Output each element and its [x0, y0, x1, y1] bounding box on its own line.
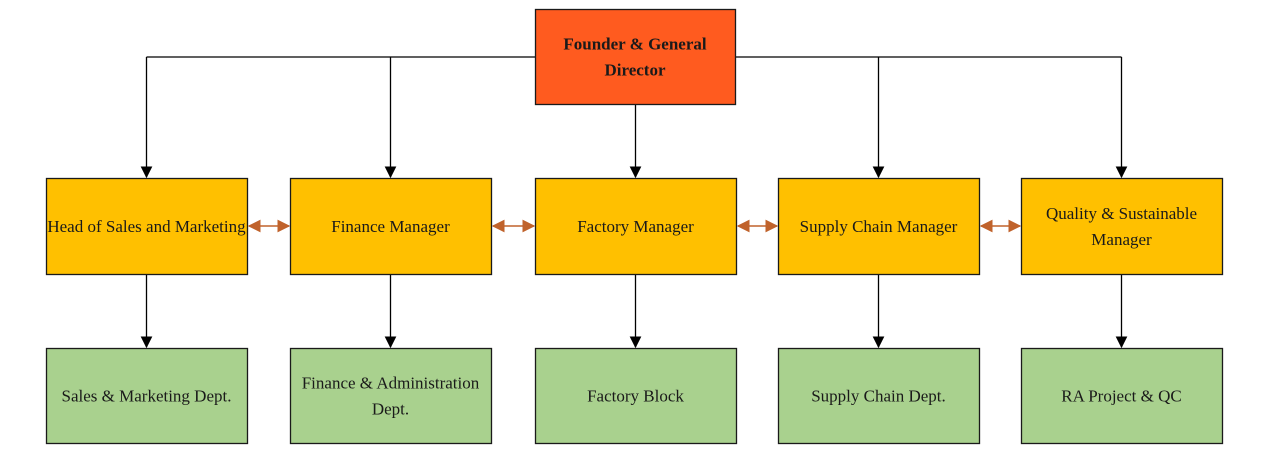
department-node-5-label-line-1: RA Project & QC [1061, 387, 1181, 406]
department-node-4-label-line-1: Supply Chain Dept. [811, 387, 946, 406]
manager-node-5-box [1020, 177, 1224, 276]
manager-node-5-label-line-2: Manager [1091, 230, 1152, 249]
manager-node-2-box [289, 177, 493, 276]
department-node-3-label-line-1: Factory Block [587, 387, 684, 406]
department-node-1-box [45, 347, 249, 445]
manager-node-4-label-line-1: Supply Chain Manager [800, 217, 958, 236]
department-node-4-box [777, 347, 981, 445]
manager-node-2: Finance Manager [289, 177, 493, 276]
department-node-3-box [534, 347, 738, 445]
manager-node-1-box [45, 177, 249, 276]
department-node-3: Factory Block [534, 347, 738, 445]
manager-node-3: Factory Manager [534, 177, 738, 276]
manager-node-3-box [534, 177, 738, 276]
department-node-5: RA Project & QC [1020, 347, 1224, 445]
founder-general-director-node-label-line-2: Director [604, 61, 665, 80]
founder-general-director-node-label-line-1: Founder & General [563, 35, 707, 54]
department-node-1-label-line-1: Sales & Marketing Dept. [62, 387, 232, 406]
founder-general-director-node-box [534, 8, 737, 106]
department-node-1: Sales & Marketing Dept. [45, 347, 249, 445]
manager-node-1: Head of Sales and Marketing [45, 177, 249, 276]
manager-node-5-label-line-1: Quality & Sustainable [1046, 204, 1197, 223]
department-node-2-label-line-2: Dept. [372, 400, 409, 419]
department-node-2-box [289, 347, 493, 445]
manager-node-1-label-line-1: Head of Sales and Marketing [47, 217, 246, 236]
manager-node-3-label-line-1: Factory Manager [577, 217, 694, 236]
department-node-4: Supply Chain Dept. [777, 347, 981, 445]
department-node-2-label-line-1: Finance & Administration [302, 374, 480, 393]
manager-node-4-box [777, 177, 981, 276]
manager-node-2-label-line-1: Finance Manager [331, 217, 450, 236]
department-node-5-box [1020, 347, 1224, 445]
manager-node-4: Supply Chain Manager [777, 177, 981, 276]
